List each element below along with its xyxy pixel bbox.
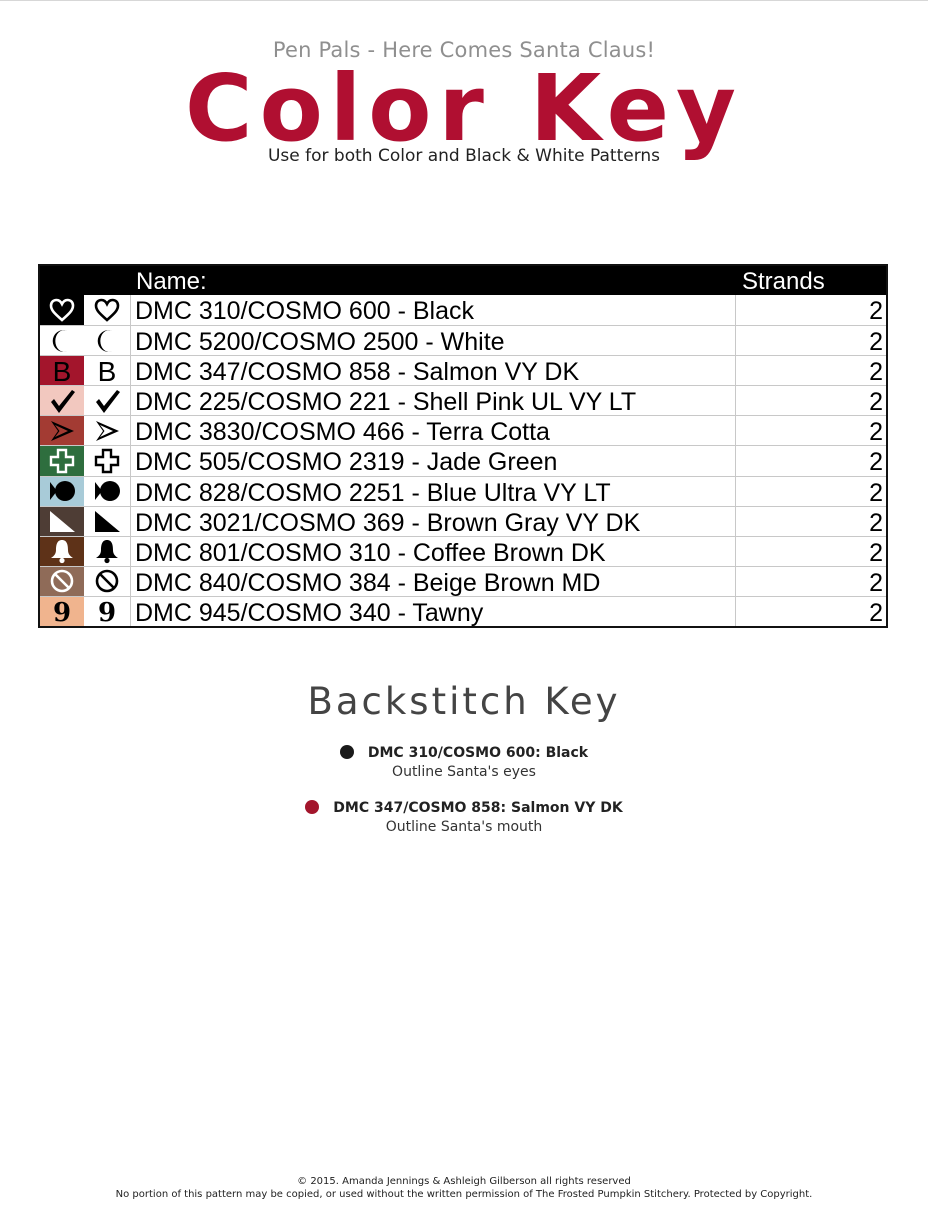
- name-column-header: Name:: [136, 268, 207, 295]
- color-key-row: DMC 5200/COSMO 2500 - White 2: [40, 325, 886, 357]
- floss-name: DMC 5200/COSMO 2500 - White: [131, 326, 736, 356]
- pattern-tagline: Use for both Color and Black & White Pat…: [267, 146, 661, 166]
- floss-name: DMC 3830/COSMO 466 - Terra Cotta: [131, 416, 736, 446]
- backstitch-note: Outline Santa's eyes: [392, 764, 536, 780]
- svg-text:9: 9: [98, 598, 116, 624]
- bw-right-triangle-icon: [84, 506, 131, 536]
- bw-crescent-moon-icon: [84, 326, 131, 356]
- strands-column-header: Strands: [742, 268, 825, 295]
- floss-name: DMC 828/COSMO 2251 - Blue Ultra VY LT: [131, 476, 736, 506]
- strand-count: 2: [869, 598, 883, 627]
- strand-count: 2: [869, 568, 883, 597]
- color-swatch-right-triangle-icon: [40, 506, 84, 536]
- page-title: Color Key: [185, 55, 743, 162]
- floss-name: DMC 505/COSMO 2319 - Jade Green: [131, 446, 736, 476]
- symbol-column-header: [40, 266, 132, 295]
- svg-text:9: 9: [53, 598, 71, 624]
- floss-name: DMC 801/COSMO 310 - Coffee Brown DK: [131, 536, 736, 566]
- bw-bell-icon: [84, 536, 131, 566]
- svg-text:B: B: [53, 358, 72, 384]
- pattern-subtitle: Pen Pals - Here Comes Santa Claus!: [272, 38, 656, 62]
- color-swatch-crescent-moon-icon: [40, 326, 84, 356]
- color-key-row: DMC 3830/COSMO 466 - Terra Cotta 2: [40, 415, 886, 447]
- color-key-header: Name: Strands: [40, 266, 886, 295]
- color-swatch-plus-outline-icon: [40, 446, 84, 476]
- footer: © 2015. Amanda Jennings & Ashleigh Gilbe…: [0, 1175, 928, 1201]
- strand-count: 2: [869, 508, 883, 537]
- color-swatch-arrowhead-icon: [40, 416, 84, 446]
- color-swatch-bell-icon: [40, 536, 84, 566]
- color-swatch-checkmark-icon: [40, 386, 84, 416]
- color-swatch-letter-b-icon: B: [40, 356, 84, 386]
- color-key-row: DMC 3021/COSMO 369 - Brown Gray VY DK 2: [40, 505, 886, 537]
- bw-prohibited-icon: [84, 566, 131, 596]
- strand-count: 2: [869, 328, 883, 357]
- copyright-notice: No portion of this pattern may be copied…: [115, 1189, 813, 1200]
- top-divider: [0, 0, 928, 1]
- color-swatch-number-nine-icon: 9: [40, 596, 84, 627]
- bw-arrowhead-icon: [84, 416, 131, 446]
- backstitch-note: Outline Santa's mouth: [385, 819, 543, 835]
- floss-name: DMC 310/COSMO 600 - Black: [131, 295, 736, 326]
- bw-plus-outline-icon: [84, 446, 131, 476]
- backstitch-color-dot: [339, 745, 354, 759]
- copyright-line: © 2015. Amanda Jennings & Ashleigh Gilbe…: [297, 1176, 631, 1187]
- strand-count: 2: [869, 448, 883, 477]
- bw-heart-outline-icon: [84, 295, 131, 326]
- color-key-row: DMC 840/COSMO 384 - Beige Brown MD 2: [40, 565, 886, 597]
- floss-name: DMC 347/COSMO 858 - Salmon VY DK: [131, 356, 736, 386]
- backstitch-label: DMC 347/COSMO 858: Salmon VY DK: [333, 800, 623, 816]
- bw-letter-b-icon: B: [84, 356, 131, 386]
- color-key-table: Name: Strands DMC 310/COSMO 600 - Black 2…: [38, 264, 888, 629]
- color-swatch-fish-icon: [40, 476, 84, 506]
- strand-count: 2: [869, 478, 883, 507]
- bw-checkmark-icon: [84, 386, 131, 416]
- color-swatch-prohibited-icon: [40, 566, 84, 596]
- floss-name: DMC 945/COSMO 340 - Tawny: [131, 596, 736, 627]
- color-swatch-heart-outline-icon: [40, 295, 84, 326]
- floss-name: DMC 840/COSMO 384 - Beige Brown MD: [131, 566, 736, 596]
- strand-count: 2: [869, 538, 883, 567]
- floss-name: DMC 225/COSMO 221 - Shell Pink UL VY LT: [131, 386, 736, 416]
- backstitch-item-salmon: DMC 347/COSMO 858: Salmon VY DK Outline …: [0, 800, 928, 835]
- strand-count: 2: [869, 418, 883, 447]
- bw-number-nine-icon: 9: [84, 596, 131, 627]
- strand-count: 2: [869, 297, 883, 325]
- bw-fish-icon: [84, 476, 131, 506]
- backstitch-label: DMC 310/COSMO 600: Black: [367, 745, 589, 761]
- backstitch-title: Backstitch Key: [307, 680, 621, 723]
- color-key-row: DMC 801/COSMO 310 - Coffee Brown DK 2: [40, 535, 886, 567]
- color-key-row: DMC 505/COSMO 2319 - Jade Green 2: [40, 445, 886, 477]
- backstitch-item-black: DMC 310/COSMO 600: Black Outline Santa's…: [0, 745, 928, 780]
- color-key-row: DMC 225/COSMO 221 - Shell Pink UL VY LT 2: [40, 385, 886, 417]
- svg-text:B: B: [98, 358, 117, 384]
- color-key-row: 9 9 DMC 945/COSMO 340 - Tawny 2: [40, 595, 886, 627]
- strand-count: 2: [869, 358, 883, 387]
- color-key-row: DMC 310/COSMO 600 - Black 2: [40, 295, 886, 326]
- color-key-row: DMC 828/COSMO 2251 - Blue Ultra VY LT 2: [40, 475, 886, 507]
- floss-name: DMC 3021/COSMO 369 - Brown Gray VY DK: [131, 506, 736, 536]
- strand-count: 2: [869, 388, 883, 417]
- backstitch-color-dot: [305, 800, 320, 814]
